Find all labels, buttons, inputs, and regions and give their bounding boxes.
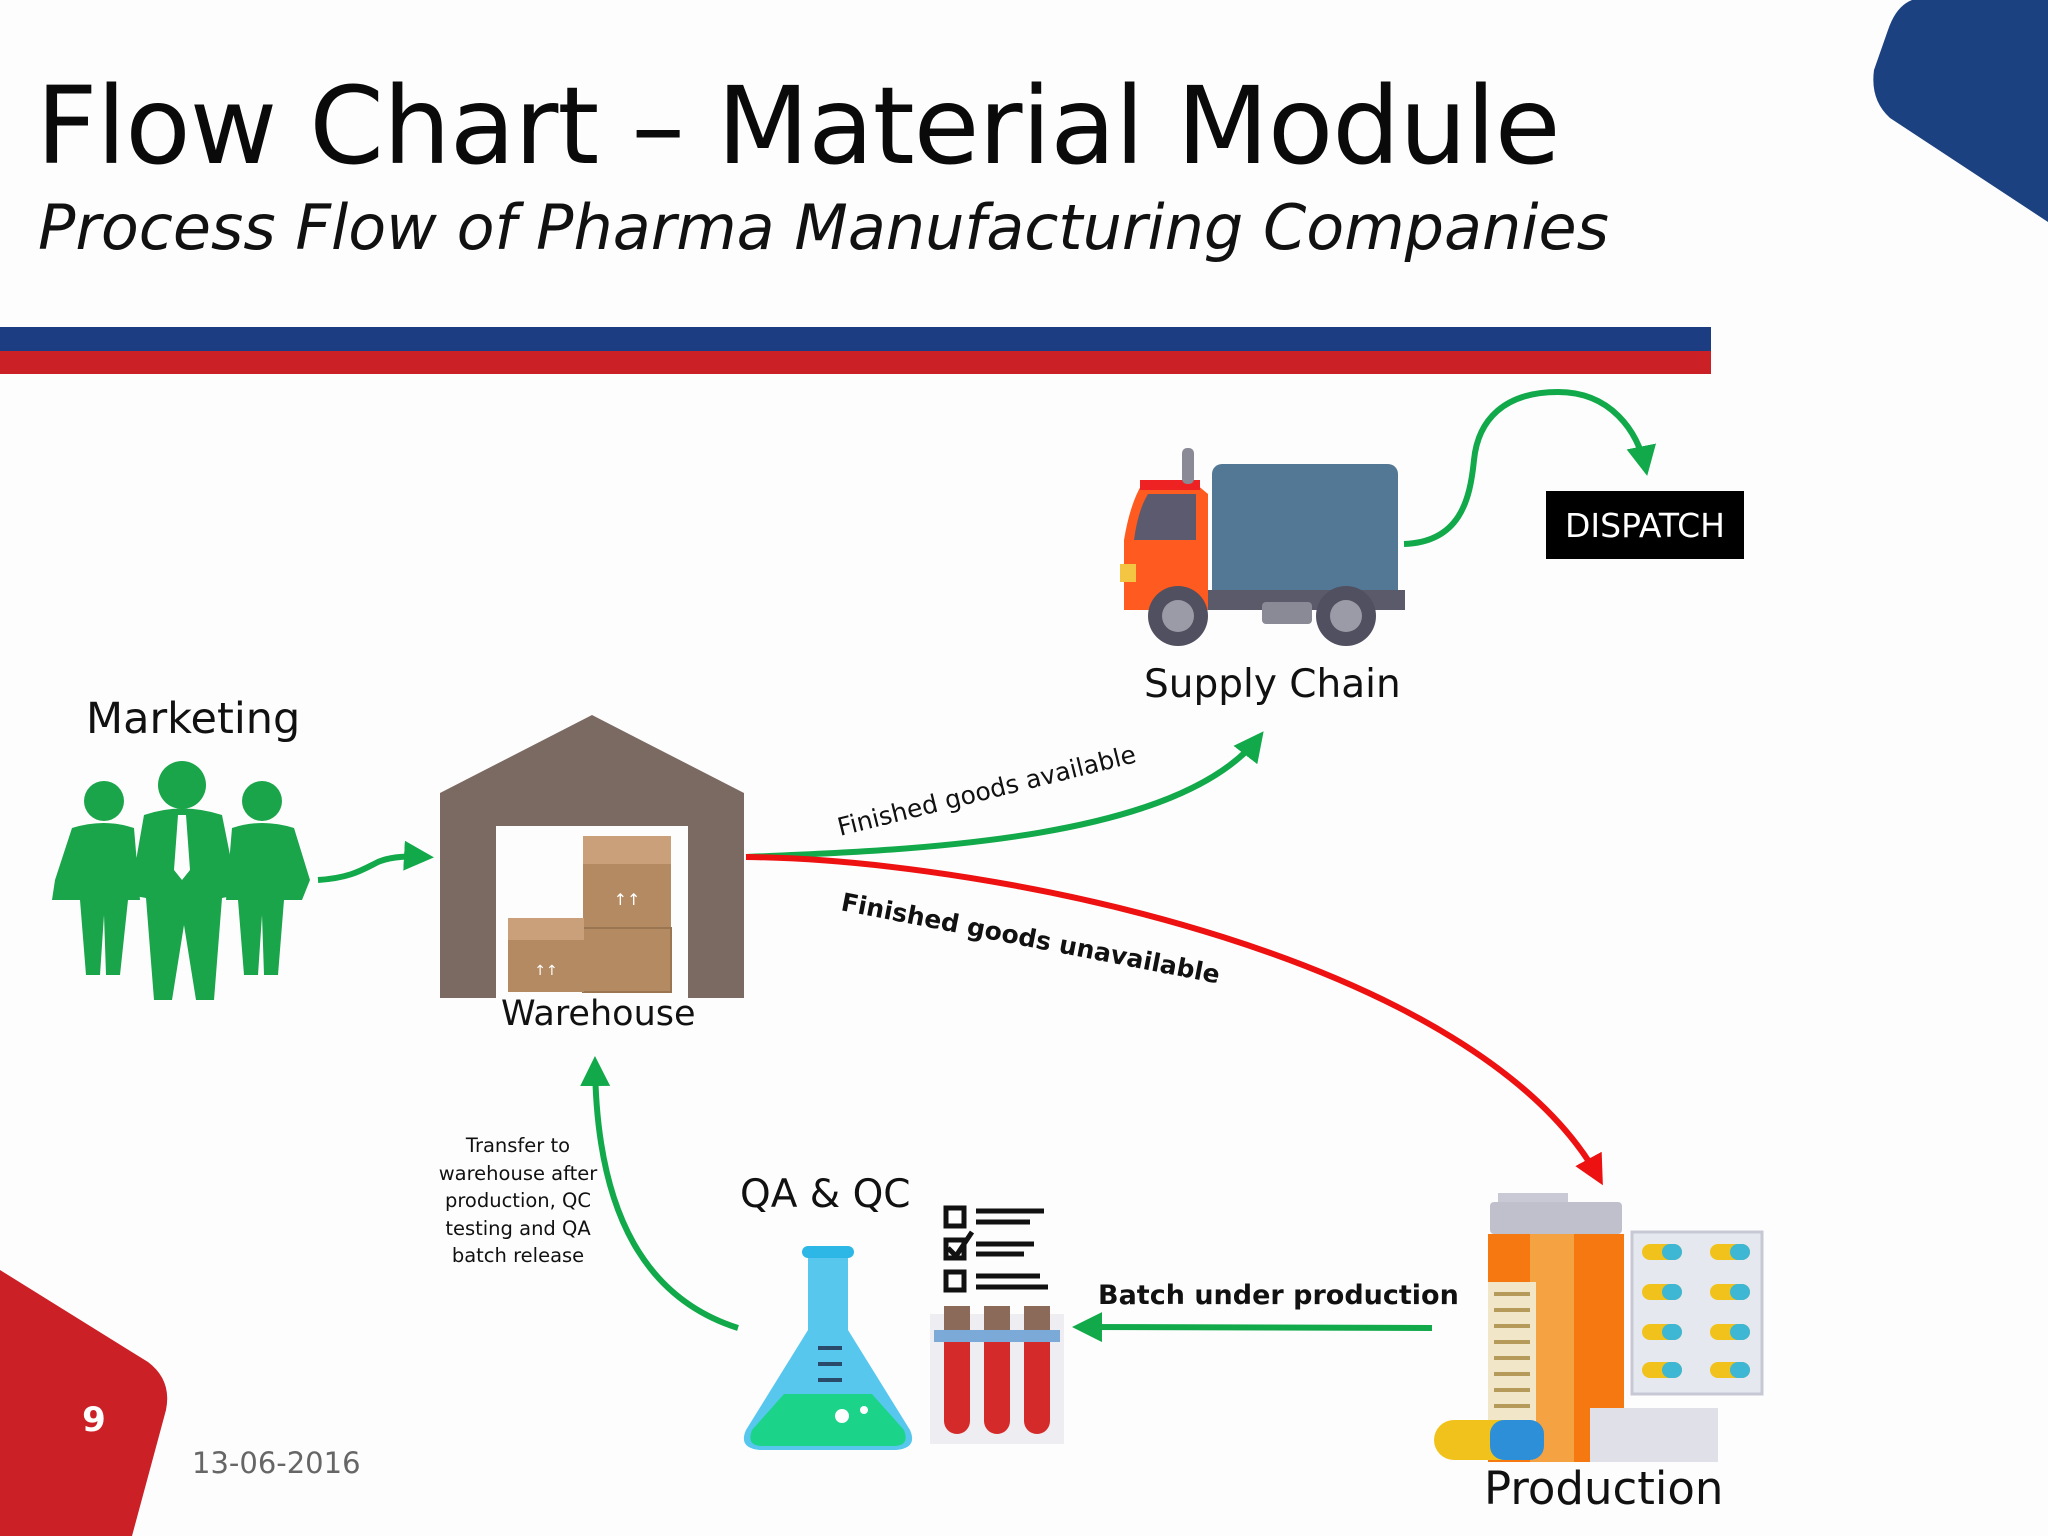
unavailable-arrow [745,854,1603,1186]
people-group-icon [52,761,310,1000]
warehouse-label: Warehouse [501,994,696,1034]
batch-label: Batch under production [1098,1280,1459,1311]
test-tubes-icon [930,1306,1064,1444]
page-number: 9 [82,1400,106,1440]
marketing-to-warehouse-arrow [317,840,434,883]
header-divider-blue [0,327,1711,351]
supply-chain-to-dispatch-arrow [1403,388,1656,547]
dispatch-label: DISPATCH [1565,505,1725,545]
bottom-left-corner-shape [0,1270,168,1536]
pharma-production-icon [1434,1193,1764,1462]
slide-title: Flow Chart – Material Module [36,65,1561,189]
lab-flask-icon [743,1246,913,1450]
header-divider-red [0,351,1711,374]
top-right-corner-shape [1873,0,2048,222]
slide-date: 13-06-2016 [192,1446,361,1480]
slide-subtitle: Process Flow of Pharma Manufacturing Com… [38,191,1609,264]
production-label: Production [1484,1462,1724,1515]
batch-arrow [1072,1312,1433,1343]
svg-text:↑↑: ↑↑ [534,963,557,979]
available-arrow [745,731,1264,860]
checklist-icon [943,1205,1048,1293]
supply-chain-label: Supply Chain [1144,662,1401,707]
available-label: Finished goods available [834,740,1138,842]
qa-qc-label: QA & QC [740,1172,911,1217]
transfer-arrow [580,1056,739,1331]
unavailable-label: Finished goods unavailable [839,887,1223,989]
dispatch-box: DISPATCH [1546,491,1744,559]
marketing-label: Marketing [86,694,301,744]
warehouse-icon: ↑↑ ↑↑ [440,715,744,998]
transfer-note: Transfer to warehouse after production, … [438,1134,598,1267]
svg-text:↑↑: ↑↑ [614,890,641,909]
truck-icon [1120,448,1405,646]
